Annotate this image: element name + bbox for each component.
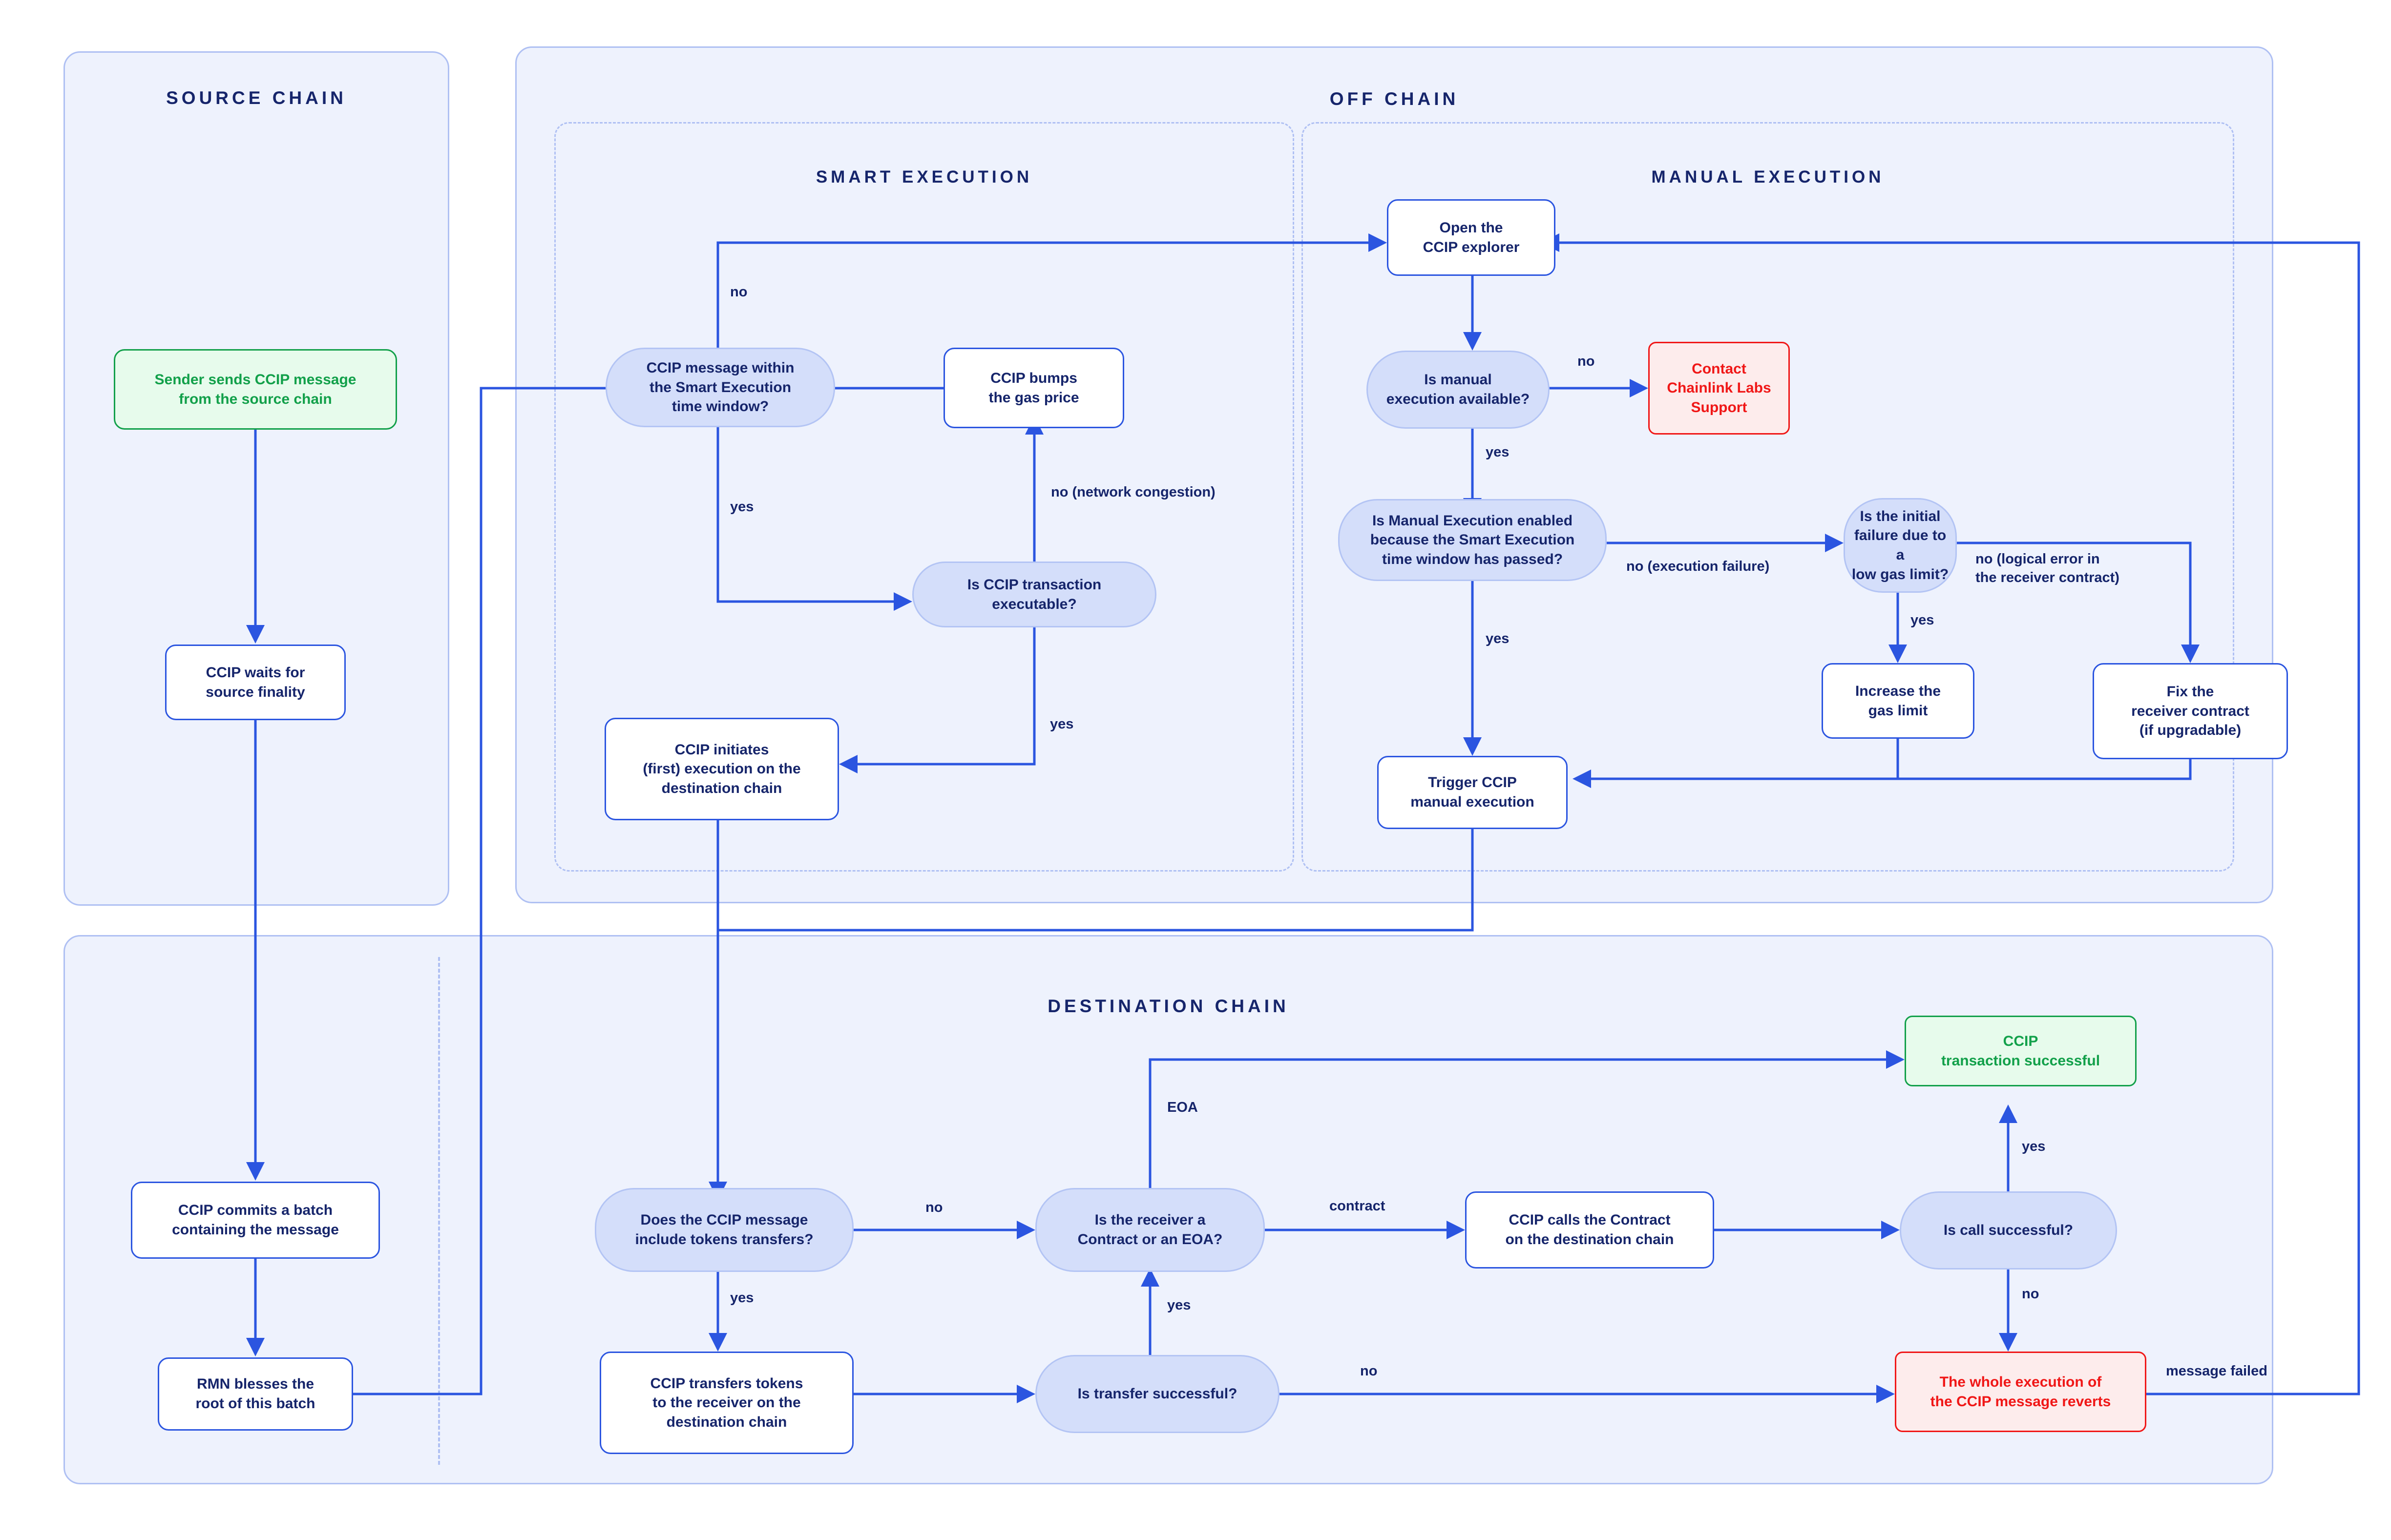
edge-label-execution-failure: no (execution failure) bbox=[1626, 559, 1770, 574]
edge-label-call-no: no bbox=[2022, 1286, 2039, 1302]
sublane-smart-execution-title: SMART EXECUTION bbox=[816, 167, 1033, 187]
edge-label-tokens-no: no bbox=[925, 1200, 943, 1215]
edge-label-message-failed: message failed bbox=[2166, 1363, 2267, 1379]
edge-label-eoa: EOA bbox=[1167, 1100, 1198, 1115]
node-is-call-successful[interactable]: Is call successful? bbox=[1900, 1191, 2117, 1269]
sublane-manual-execution-title: MANUAL EXECUTION bbox=[1651, 167, 1885, 187]
edge-label-enabled-yes: yes bbox=[1486, 631, 1510, 646]
edge-label-gaslimit-yes: yes bbox=[1910, 612, 1934, 628]
edge-label-contract: contract bbox=[1329, 1198, 1385, 1214]
node-label: Is transfer successful? bbox=[1077, 1386, 1237, 1402]
edge-label-manual-yes: yes bbox=[1486, 444, 1510, 460]
lane-source-chain bbox=[63, 51, 449, 906]
edge-label-smart-no: no bbox=[730, 284, 748, 300]
node-label: Is call successful? bbox=[1943, 1222, 2074, 1239]
edge-label-tokens-yes: yes bbox=[730, 1290, 754, 1306]
edge-label-transfer-no: no bbox=[1360, 1363, 1378, 1379]
edge-label-executable-yes: yes bbox=[1050, 716, 1074, 732]
destination-lane-divider bbox=[438, 957, 440, 1465]
lane-destination-chain-title: DESTINATION CHAIN bbox=[1048, 996, 1289, 1016]
lane-source-chain-title: SOURCE CHAIN bbox=[166, 88, 347, 108]
edge-label-smart-yes: yes bbox=[730, 499, 754, 515]
lane-off-chain-title: OFF CHAIN bbox=[1329, 89, 1459, 109]
edge-label-call-yes: yes bbox=[2022, 1139, 2046, 1154]
edge-label-network-congestion: no (network congestion) bbox=[1051, 484, 1216, 500]
node-is-transfer-successful[interactable]: Is transfer successful? bbox=[1035, 1355, 1279, 1433]
edge-label-manual-no: no bbox=[1577, 354, 1595, 369]
edge-label-transfer-yes: yes bbox=[1167, 1297, 1191, 1313]
